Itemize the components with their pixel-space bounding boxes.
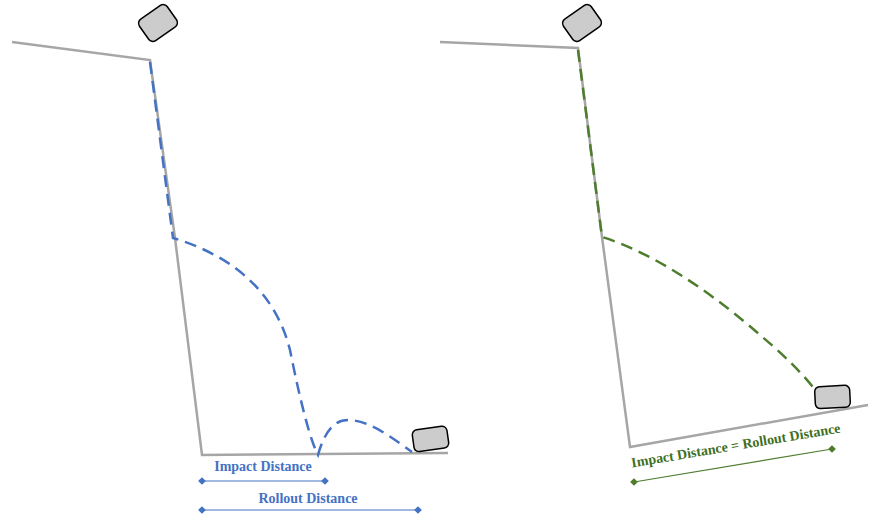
slope-profile (440, 42, 868, 447)
slope-line (12, 42, 448, 455)
dimension-line (202, 509, 418, 510)
dimension-end (322, 478, 328, 484)
dimension-end (829, 446, 835, 452)
slope-line (440, 42, 868, 447)
rock-trajectory (150, 62, 412, 455)
rock-trajectory (578, 50, 820, 396)
dimension-line (202, 480, 325, 481)
distance-label: Impact Distance (214, 460, 312, 474)
rock (814, 385, 850, 409)
dimension-end (631, 479, 637, 485)
rock (561, 3, 604, 44)
dimension-end (199, 507, 205, 513)
distance-label: Rollout Distance (258, 492, 357, 506)
rock (412, 426, 450, 453)
slope-profile (12, 42, 448, 455)
rock (137, 3, 180, 44)
dimension-end (199, 478, 205, 484)
dimension-end (415, 507, 421, 513)
